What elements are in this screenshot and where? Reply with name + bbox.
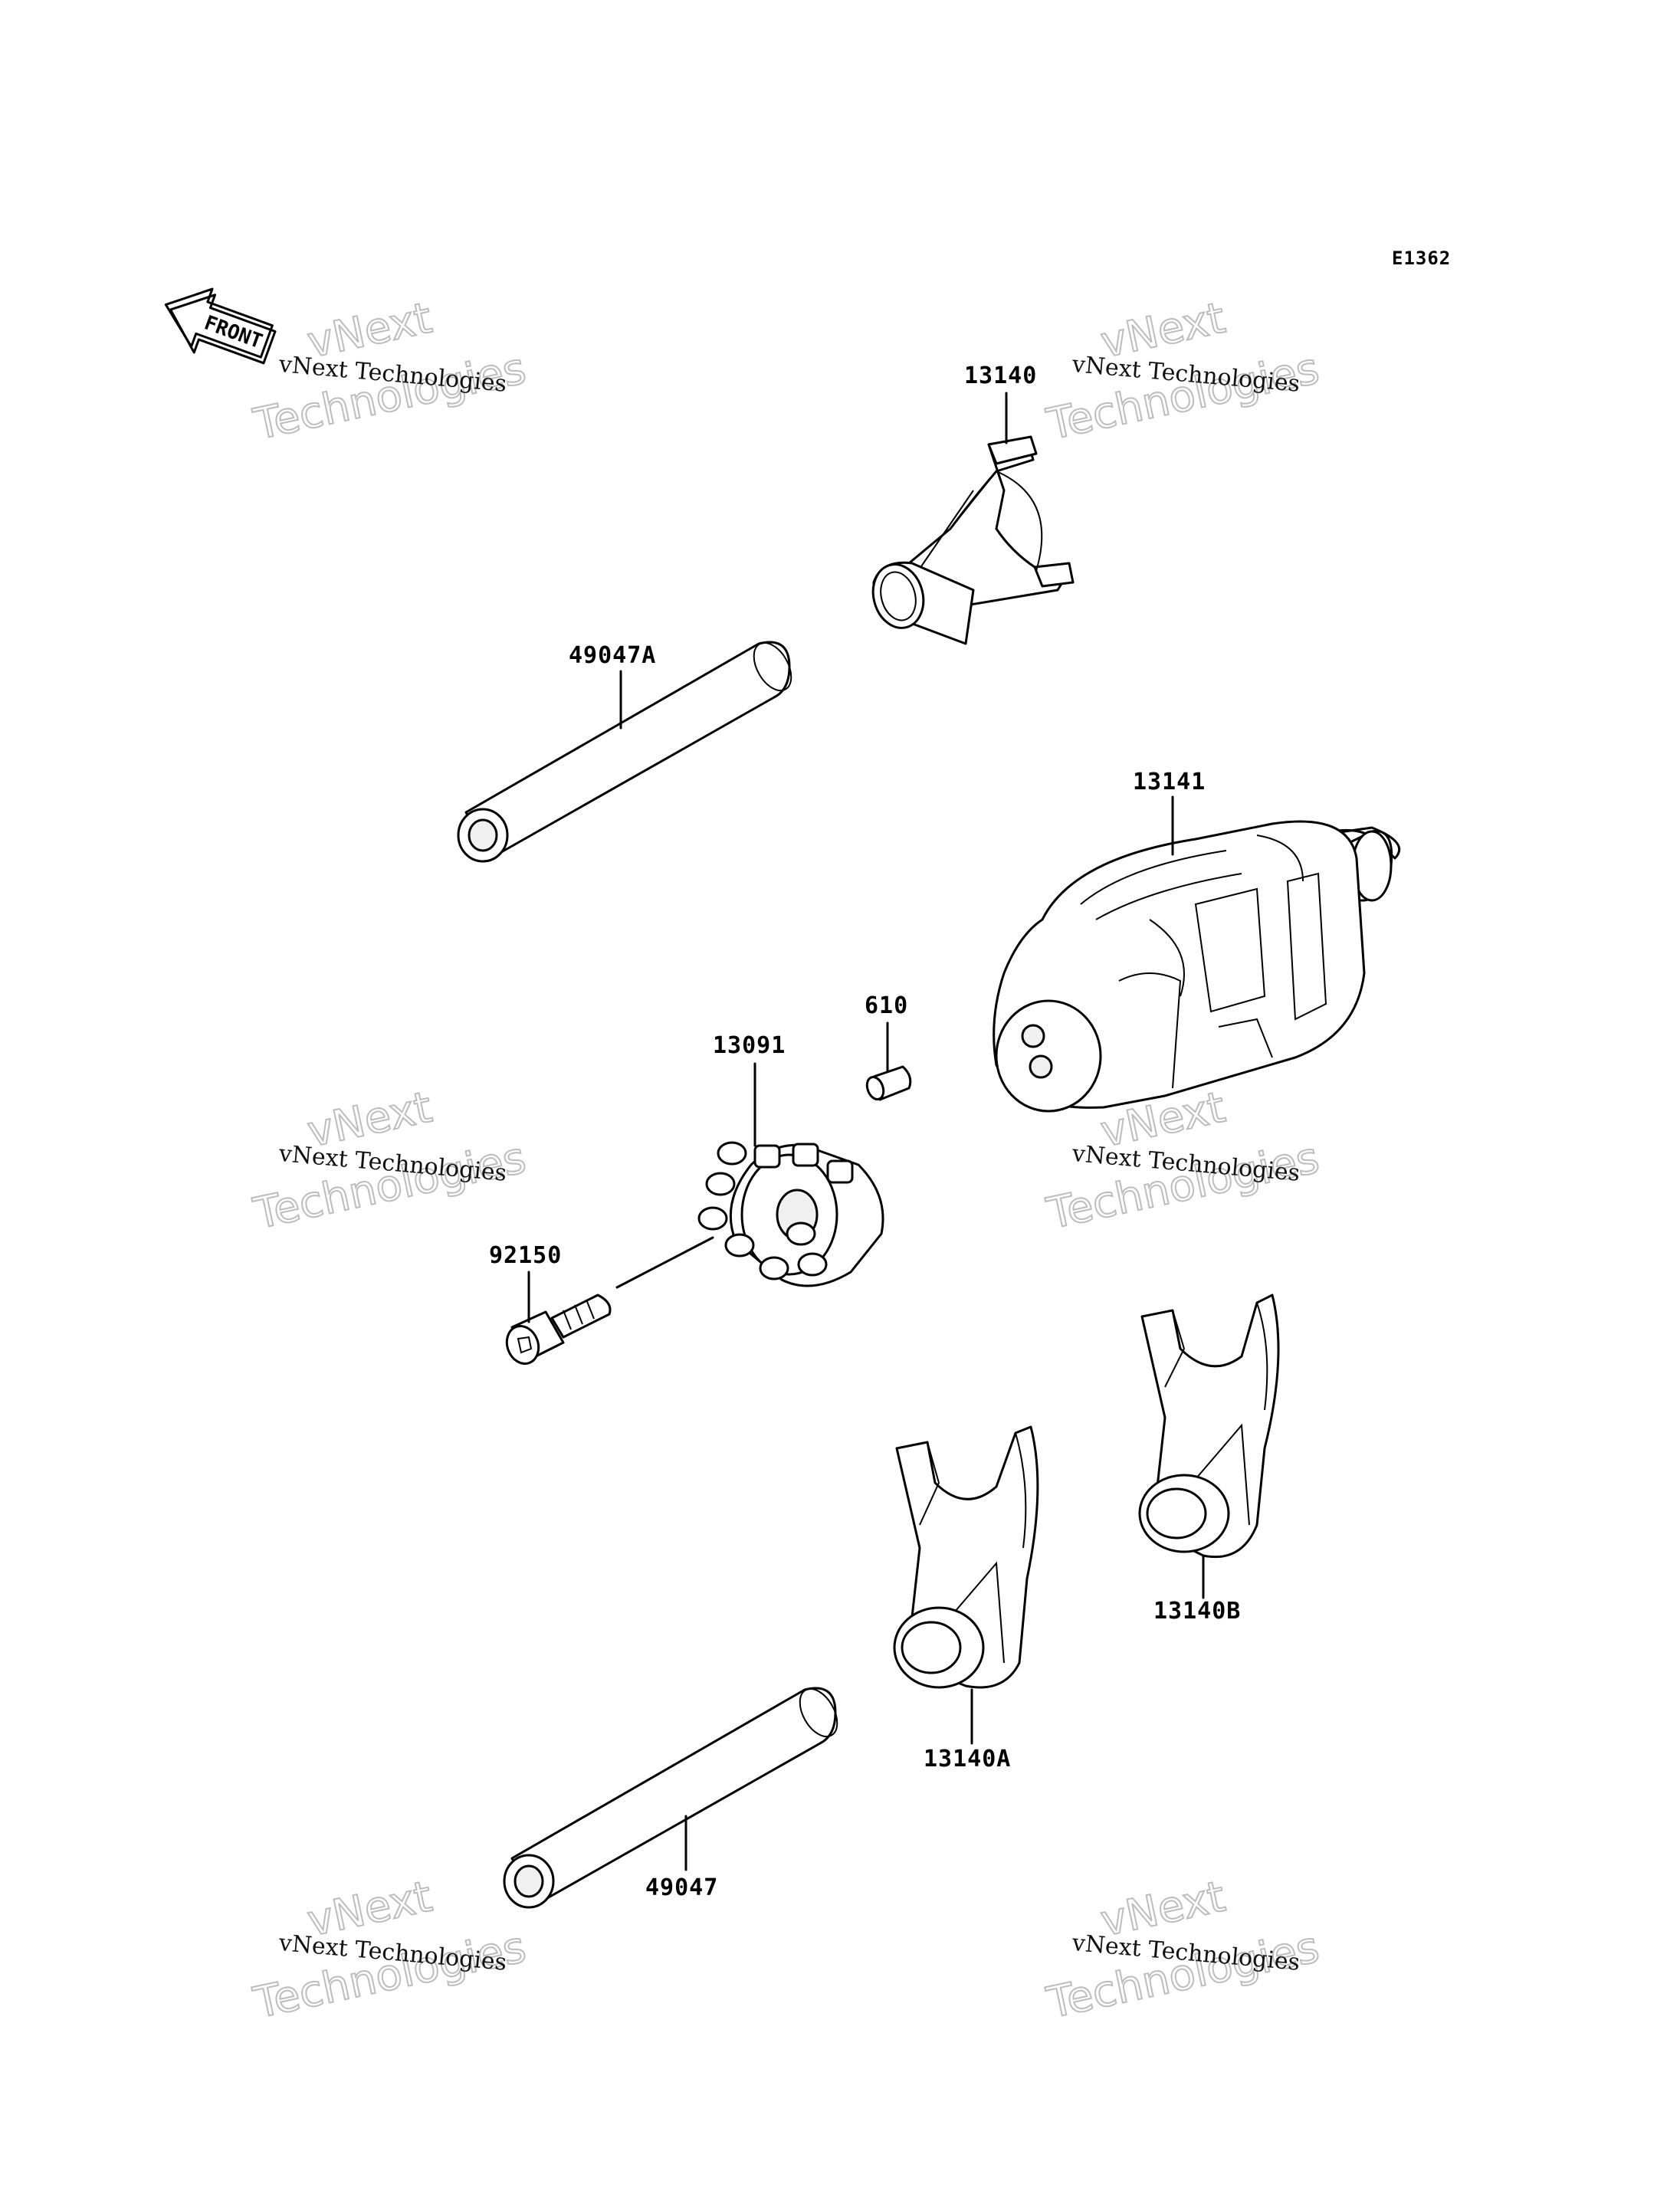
watermark: vNext Technologies vNext Technologies (1042, 1871, 1324, 2030)
part-label-13140A: 13140A (924, 1746, 1011, 1772)
shift-rod-lower (503, 1687, 838, 1909)
watermark: vNext Technologies vNext Technologies (248, 1871, 530, 2030)
shift-fork-a (893, 1425, 1039, 1689)
part-label-49047A: 49047A (569, 642, 656, 669)
watermark: vNext Technologies vNext Technologies (248, 1082, 530, 1241)
watermark: vNext Technologies vNext Technologies (248, 293, 530, 451)
part-label-92150: 92150 (489, 1242, 562, 1269)
bolt (505, 1294, 612, 1365)
shift-fork-b (1138, 1294, 1280, 1559)
drum-pin-plate (697, 1141, 884, 1287)
part-label-49047: 49047 (645, 1874, 718, 1901)
part-label-610: 610 (865, 992, 908, 1019)
part-label-13091: 13091 (713, 1032, 786, 1059)
part-label-13140: 13140 (964, 362, 1037, 389)
reference-code: E1362 (1392, 248, 1451, 269)
watermark: vNext Technologies vNext Technologies (1042, 293, 1324, 451)
shift-fork-upper (871, 435, 1075, 645)
shift-drum (993, 820, 1401, 1113)
front-arrow-icon: FRONT (164, 287, 277, 365)
pin (865, 1065, 912, 1101)
part-label-13140B: 13140B (1153, 1598, 1241, 1625)
shift-rod-upper (457, 641, 792, 863)
part-label-13141: 13141 (1133, 769, 1206, 795)
